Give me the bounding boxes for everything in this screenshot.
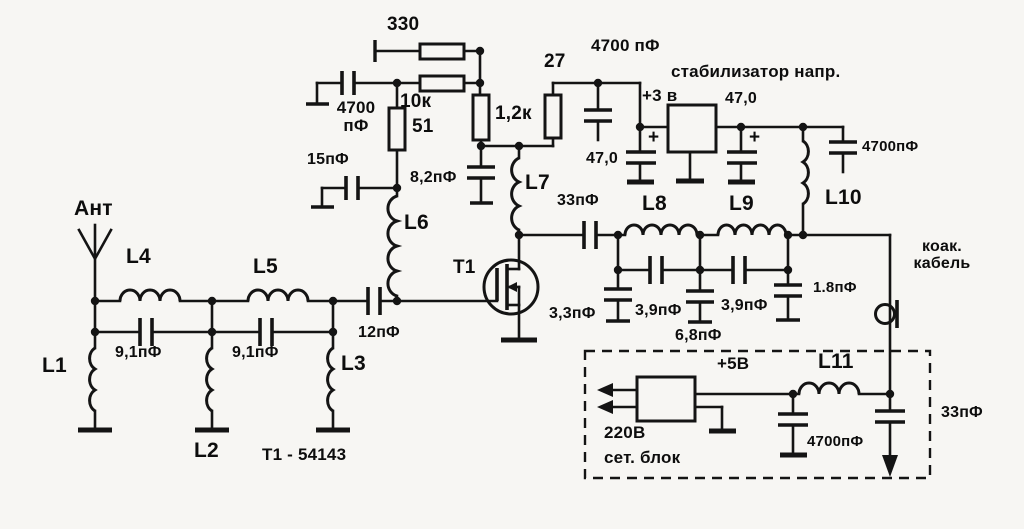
- label-transistor-note: Т1 - 54143: [262, 445, 347, 464]
- label-mains: 220В: [604, 423, 646, 442]
- output-arrow: [882, 455, 898, 477]
- stabilizer-box: [666, 103, 718, 154]
- label-res-1k2: 1,2к: [495, 103, 532, 124]
- resistor-27: [543, 81, 563, 148]
- capacitor-33pf-output: [875, 392, 905, 477]
- label-L11: L11: [818, 350, 854, 373]
- label-cap-9p1-a: 9,1пФ: [115, 344, 162, 361]
- inductor-L8: [623, 223, 720, 237]
- inductor-L3: [316, 330, 350, 433]
- mains-arrow-2: [597, 400, 613, 414]
- label-cap-4700-input: 4700 пФ: [336, 98, 376, 136]
- capacitor-12pf: [366, 287, 382, 315]
- label-res-330: 330: [387, 14, 420, 35]
- label-cap-6p8: 6,8пФ: [675, 327, 722, 344]
- capacitor-15pf: [311, 176, 399, 209]
- resistor-10k: [418, 74, 482, 93]
- gate-path: [331, 287, 499, 315]
- junction-dots: [90, 46, 895, 399]
- inductor-L5: [246, 288, 310, 302]
- antenna-symbol: [77, 223, 113, 303]
- psu-enclosure: [583, 349, 932, 480]
- transistor-T1-symbol: [482, 234, 540, 343]
- label-plus3v: +3 в: [642, 86, 678, 105]
- inductor-L11: [797, 381, 892, 396]
- label-cap-3p9-a: 3,9пФ: [635, 302, 682, 319]
- label-L2: L2: [194, 439, 219, 462]
- resistor-330: [373, 40, 482, 62]
- capacitor-9p1-b: [258, 318, 274, 346]
- label-L9: L9: [729, 192, 754, 215]
- label-res-10k: 10к: [400, 91, 432, 112]
- coax-connector: [874, 300, 899, 328]
- label-L8: L8: [642, 192, 667, 215]
- inductor-L7: [510, 144, 523, 238]
- capacitor-1p8: [774, 268, 802, 322]
- label-res-27: 27: [544, 51, 566, 72]
- capacitor-8p2pf: [467, 144, 495, 205]
- inductor-L2: [195, 330, 229, 433]
- label-L6: L6: [404, 211, 429, 234]
- label-cap-12pf: 12пФ: [358, 324, 400, 341]
- label-cap-15pf: 15пФ: [307, 151, 349, 168]
- stabilizer-ground: [676, 150, 704, 184]
- label-cap-4700-output: 4700пФ: [862, 138, 919, 155]
- label-plus5v: +5В: [717, 354, 750, 373]
- inductor-L4: [118, 288, 182, 302]
- label-L4: L4: [126, 245, 151, 268]
- psu-box: [635, 375, 697, 423]
- input-filter-wires: [93, 299, 335, 334]
- label-transistor: Т1: [453, 257, 476, 278]
- label-L3: L3: [341, 352, 366, 375]
- bandpass-caps: [604, 233, 802, 324]
- label-L1: L1: [42, 354, 67, 377]
- label-cap-47-left: 47,0: [586, 150, 618, 167]
- psu-ground: [693, 405, 736, 434]
- label-coax: коак. кабель: [913, 238, 971, 273]
- label-cap-33-coupling: 33пФ: [557, 192, 599, 209]
- label-cap-3p3: 3,3пФ: [549, 305, 596, 322]
- capacitor-4700pf-rail: [584, 81, 612, 142]
- label-cap-4700-psu: 4700пФ: [807, 433, 864, 450]
- label-cap-4700-rail: 4700 пФ: [591, 36, 660, 55]
- label-cap-3p9-b: 3,9пФ: [721, 297, 768, 314]
- label-L7: L7: [525, 171, 550, 194]
- label-L5: L5: [253, 255, 278, 278]
- label-L10: L10: [825, 186, 862, 209]
- label-antenna: Ант: [74, 197, 113, 220]
- capacitor-4700pf-output: [801, 125, 857, 174]
- label-stabilizer: стабилизатор напр.: [671, 62, 841, 81]
- capacitor-6p8: [686, 268, 714, 324]
- label-psu: сет. блок: [604, 448, 681, 467]
- label-res-51: 51: [412, 116, 434, 137]
- coax-line: [874, 233, 899, 396]
- label-cap-9p1-b: 9,1пФ: [232, 344, 279, 361]
- mains-arrow-1: [597, 383, 613, 397]
- label-plus-right: +: [749, 127, 761, 148]
- label-cap-33-output: 33пФ: [941, 404, 983, 421]
- capacitor-4700pf-psu: [778, 392, 808, 458]
- psu-block: [597, 375, 801, 434]
- capacitor-4700pf-input: [306, 71, 422, 106]
- capacitor-3p3: [604, 268, 632, 323]
- capacitor-9p1-a: [138, 318, 154, 346]
- inductor-L10: [800, 125, 810, 237]
- label-cap-1p8: 1.8пФ: [813, 279, 857, 296]
- inductor-L1: [78, 330, 112, 433]
- coupling-33pf: [517, 221, 627, 249]
- resistor-1k2: [471, 93, 491, 148]
- inductor-L6: [386, 186, 403, 303]
- label-cap-8p2: 8,2пФ: [410, 169, 457, 186]
- label-plus-left: +: [648, 127, 660, 148]
- label-cap-47-right: 47,0: [725, 90, 757, 107]
